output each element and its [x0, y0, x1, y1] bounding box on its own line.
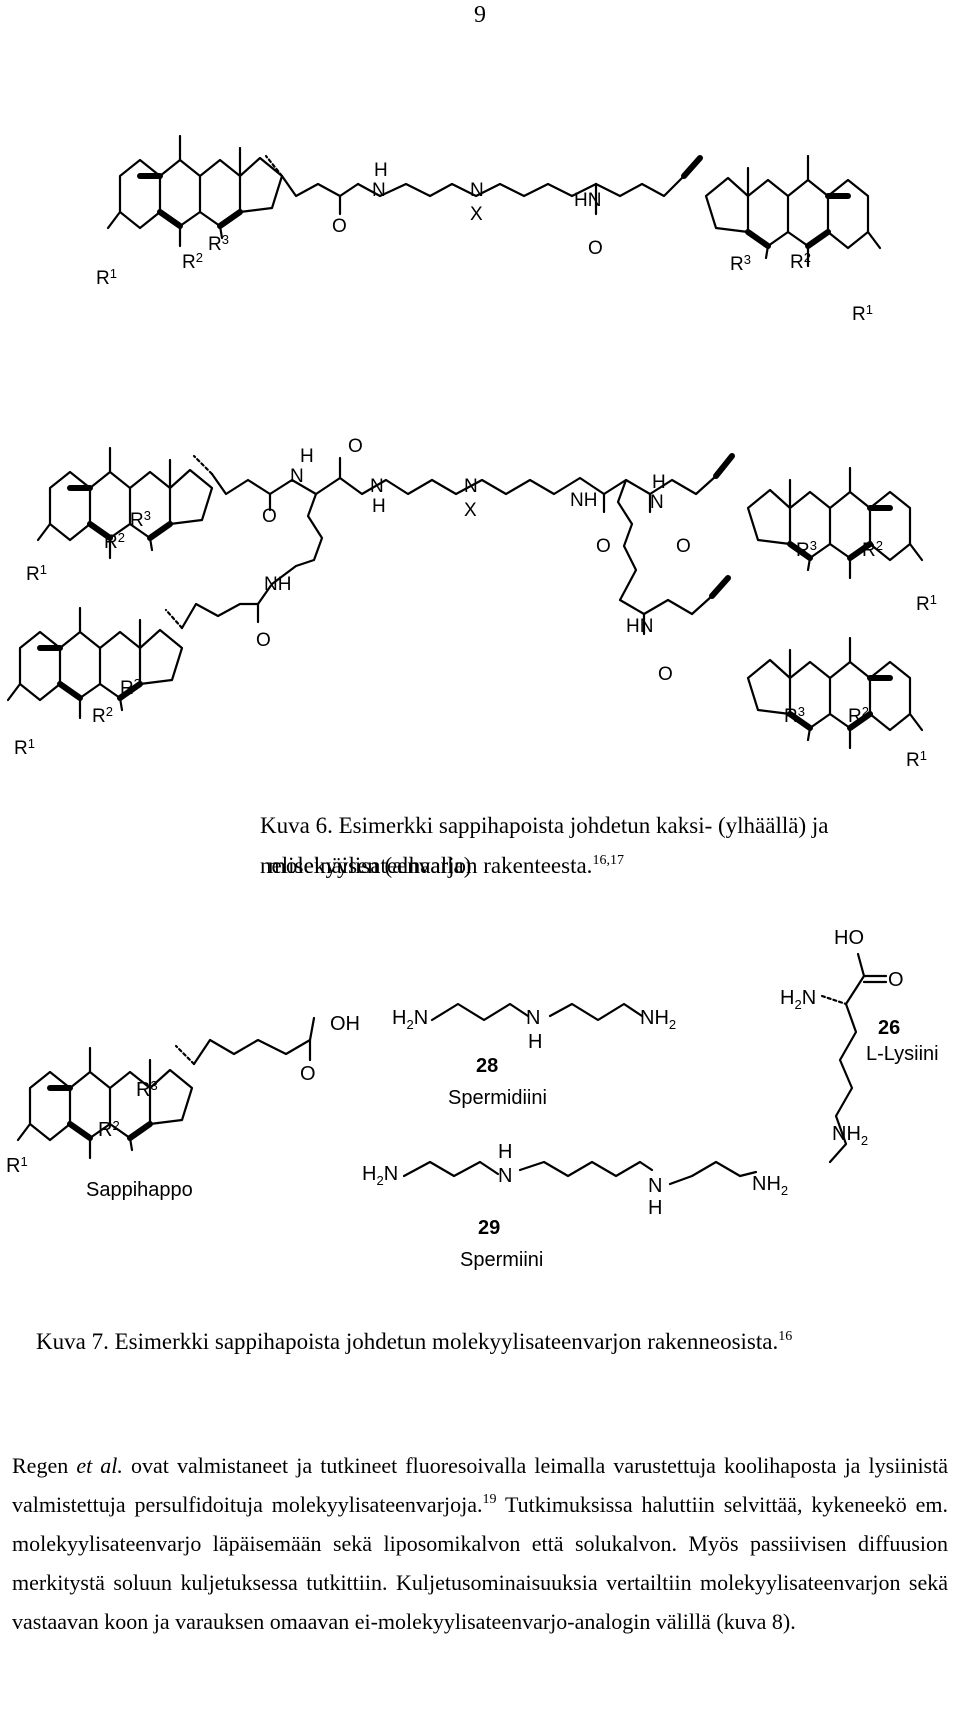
spermidiini-label: Spermidiini [448, 1087, 547, 1109]
page-number: 9 [474, 2, 486, 28]
svg-text:N: N [650, 492, 664, 513]
compound-28-number: 28 [476, 1055, 498, 1077]
svg-text:R2: R2 [182, 250, 203, 273]
svg-text:H2N: H2N [780, 987, 816, 1012]
svg-text:H: H [648, 1197, 662, 1219]
svg-text:N: N [648, 1175, 662, 1197]
svg-text:H: H [300, 446, 314, 467]
svg-text:O: O [588, 238, 603, 259]
figure-7-caption: Kuva 7. Esimerkki sappihapoista johdetun… [36, 1329, 793, 1354]
svg-text:R1: R1 [906, 748, 927, 771]
svg-text:R2: R2 [848, 704, 869, 727]
svg-text:H: H [374, 160, 388, 181]
svg-text:N: N [498, 1165, 512, 1187]
svg-text:R3: R3 [730, 252, 751, 275]
svg-text:R2: R2 [98, 1118, 120, 1141]
figure-7-structures: OH O R1 R2 R3 Sappihappo H2N N H NH2 28 … [6, 927, 939, 1271]
svg-text:R2: R2 [790, 250, 811, 273]
svg-text:O: O [596, 536, 611, 557]
svg-text:NH2: NH2 [640, 1007, 676, 1032]
svg-text:N: N [526, 1007, 540, 1029]
svg-text:NH: NH [570, 490, 597, 511]
svg-text:NH2: NH2 [752, 1173, 788, 1198]
svg-text:HN: HN [626, 616, 653, 637]
steroid-unit [748, 468, 922, 578]
svg-text:H2N: H2N [362, 1163, 398, 1188]
steroid-unit [38, 448, 212, 558]
spermiini-label: Spermiini [460, 1249, 543, 1271]
svg-text:R2: R2 [862, 538, 883, 561]
body-paragraph: Regen et al. ovat valmistaneet ja tutkin… [12, 1453, 948, 1634]
svg-text:HN: HN [574, 190, 601, 211]
svg-text:O: O [676, 536, 691, 557]
svg-text:O: O [262, 506, 277, 527]
svg-text:R1: R1 [916, 592, 937, 615]
svg-text:H: H [498, 1141, 512, 1163]
svg-text:R1: R1 [6, 1154, 28, 1177]
svg-text:X: X [464, 500, 477, 521]
svg-text:H: H [528, 1031, 542, 1053]
steroid-unit [706, 156, 880, 266]
svg-text:X: X [470, 204, 483, 225]
figure-6-structures: R1 R2 R3 O H N N X HN O R3 R2 R1 R1 R2 R… [0, 0, 937, 771]
svg-text:N: N [464, 476, 478, 497]
svg-text:O: O [658, 664, 673, 685]
lysiini-label: L-Lysiini [866, 1043, 939, 1065]
bile-acid-steroid [18, 1048, 192, 1158]
svg-text:R3: R3 [784, 704, 805, 727]
compound-29-number: 29 [478, 1217, 500, 1239]
svg-text:H: H [372, 496, 386, 517]
svg-text:HO: HO [834, 927, 864, 949]
svg-text:N: N [372, 180, 386, 201]
svg-text:NH2: NH2 [832, 1123, 868, 1148]
svg-text:R1: R1 [14, 736, 35, 759]
figure-6-caption-line2: molekyylisateenvarjon rakenteesta.16,17 [268, 853, 624, 878]
svg-text:O: O [332, 216, 347, 237]
figure-6-caption: Kuva 6. Esimerkki sappihapoista johdetun… [260, 813, 829, 878]
svg-text:N: N [290, 466, 304, 487]
svg-text:O: O [256, 630, 271, 651]
svg-text:N: N [470, 180, 484, 201]
compound-26-number: 26 [878, 1017, 900, 1039]
svg-text:NH: NH [264, 574, 291, 595]
svg-text:O: O [300, 1063, 316, 1085]
svg-text:R2: R2 [92, 704, 113, 727]
svg-text:R2: R2 [104, 530, 125, 553]
svg-text:R1: R1 [852, 302, 873, 325]
svg-text:R1: R1 [96, 266, 117, 289]
steroid-unit [8, 608, 182, 718]
svg-text:OH: OH [330, 1013, 360, 1035]
svg-text:O: O [888, 969, 904, 991]
svg-text:R3: R3 [796, 538, 817, 561]
steroid-unit [108, 136, 282, 246]
sappihappo-label: Sappihappo [86, 1179, 193, 1201]
svg-text:R3: R3 [130, 508, 151, 531]
svg-text:N: N [370, 476, 384, 497]
svg-text:R3: R3 [120, 676, 141, 699]
svg-text:R1: R1 [26, 562, 47, 585]
svg-text:R3: R3 [136, 1078, 158, 1101]
svg-text:H: H [652, 472, 666, 493]
svg-text:O: O [348, 436, 363, 457]
steroid-unit [748, 638, 922, 748]
svg-text:R3: R3 [208, 232, 229, 255]
svg-text:H2N: H2N [392, 1007, 428, 1032]
